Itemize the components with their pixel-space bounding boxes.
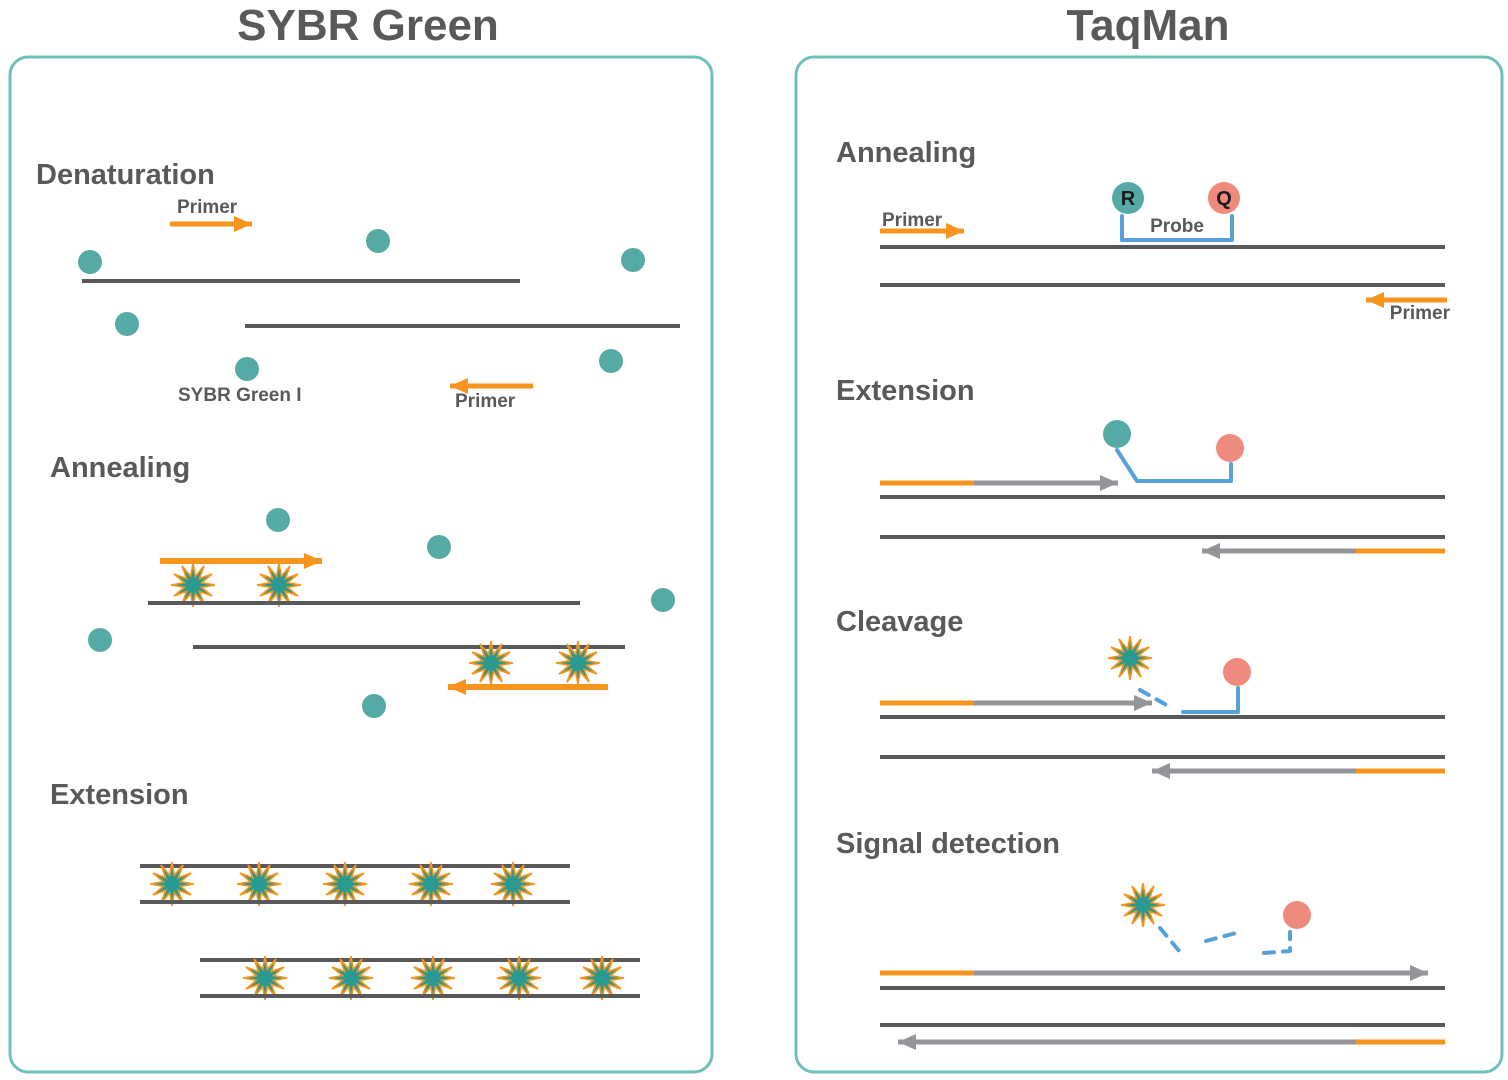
degraded-probe-fragment <box>1158 926 1182 954</box>
annealing-heading: Annealing <box>836 137 976 169</box>
probe-fragment-with-quencher <box>1181 686 1240 714</box>
reporter-label: R <box>1121 188 1136 210</box>
taqman-title: TaqMan <box>1067 1 1230 50</box>
sybr-dye-molecule <box>235 357 259 381</box>
quencher-dot <box>1208 182 1240 214</box>
section-extension-left: Extension <box>50 779 640 1001</box>
section-annealing-right: Annealing R Q Primer Probe Primer <box>836 137 1451 324</box>
primer-reverse-label: Primer <box>1390 303 1451 324</box>
primer-forward-label: Primer <box>882 210 943 231</box>
taqman-probe <box>1120 214 1234 242</box>
sybr-dye-molecule <box>599 349 623 373</box>
quencher-dot <box>1223 658 1251 686</box>
section-annealing-left: Annealing <box>50 452 675 718</box>
quencher-dot <box>1283 901 1311 929</box>
signal-detection-heading: Signal detection <box>836 828 1060 860</box>
sybr-dye-molecule <box>651 588 675 612</box>
cleavage-heading: Cleavage <box>836 606 963 638</box>
annealing-heading: Annealing <box>50 452 190 484</box>
section-denaturation: Denaturation Primer SYBR Green I Primer <box>36 159 680 412</box>
probe-label: Probe <box>1150 216 1204 237</box>
sybr-dye-molecule <box>115 312 139 336</box>
extension-heading: Extension <box>50 779 189 811</box>
section-extension-right: Extension <box>836 375 1445 559</box>
primer-reverse-label: Primer <box>455 391 516 412</box>
sybr-dye-molecule <box>266 508 290 532</box>
quencher-dot <box>1216 434 1244 462</box>
degraded-probe-fragment <box>1262 930 1292 955</box>
sybr-dye-label: SYBR Green I <box>178 385 302 406</box>
sybr-dye-molecule <box>78 250 102 274</box>
extension-heading: Extension <box>836 375 975 407</box>
denaturation-heading: Denaturation <box>36 159 215 191</box>
sybr-dye-molecule <box>88 628 112 652</box>
section-signal-detection: Signal detection <box>836 828 1445 1050</box>
sybr-dye-molecule <box>427 535 451 559</box>
sybr-dye-molecule <box>366 229 390 253</box>
sybr-green-title: SYBR Green <box>237 1 499 50</box>
reporter-dot <box>1112 182 1144 214</box>
primer-forward-label: Primer <box>177 197 238 218</box>
section-cleavage: Cleavage <box>836 606 1445 779</box>
reporter-dot <box>1103 420 1131 448</box>
sybr-dye-molecule <box>362 694 386 718</box>
sybr-dye-molecule <box>621 248 645 272</box>
displaced-probe <box>1115 448 1233 483</box>
taqman-panel <box>794 55 1504 1074</box>
degraded-probe-fragment <box>1204 931 1238 943</box>
quencher-label: Q <box>1216 188 1232 210</box>
sybr-green-panel <box>8 55 714 1074</box>
cleaved-probe-fragment <box>1138 688 1172 709</box>
